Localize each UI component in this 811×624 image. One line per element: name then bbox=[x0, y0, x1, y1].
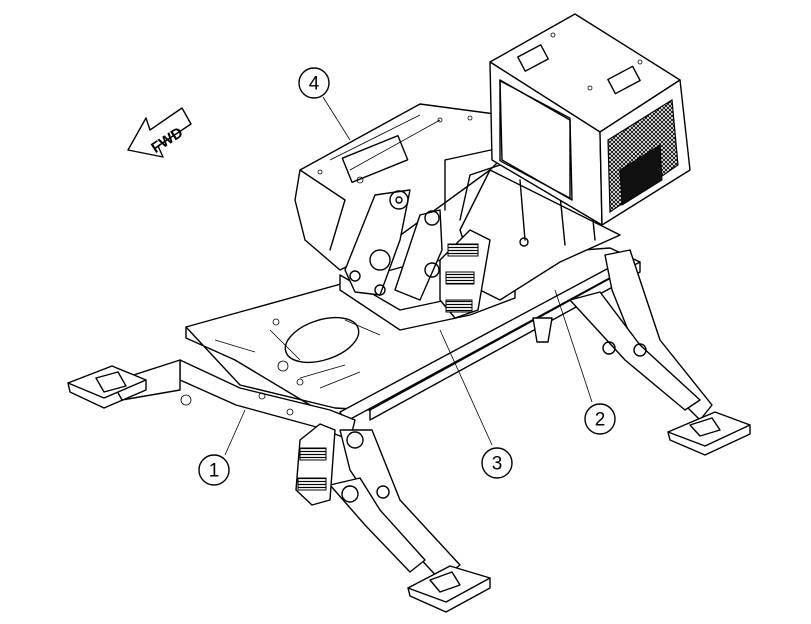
lower-frame bbox=[179, 247, 641, 441]
callout-1-label: 1 bbox=[209, 461, 220, 482]
leader-lines bbox=[224, 96, 593, 456]
fwd-arrow: FWD bbox=[127, 107, 192, 158]
outrigger-front bbox=[295, 423, 491, 613]
upper-structure bbox=[294, 103, 621, 331]
callout-4: 4 bbox=[298, 67, 330, 99]
callout-3-label: 3 bbox=[492, 454, 503, 475]
callout-4-label: 4 bbox=[309, 74, 320, 95]
callout-2: 2 bbox=[584, 403, 616, 435]
cab bbox=[489, 13, 691, 226]
callout-3: 3 bbox=[481, 447, 513, 479]
outrigger-left-rear bbox=[67, 359, 181, 409]
callout-1: 1 bbox=[198, 454, 230, 486]
fwd-arrow-outline bbox=[127, 107, 192, 158]
outrigger-right bbox=[569, 249, 751, 456]
callout-2-label: 2 bbox=[595, 410, 606, 431]
